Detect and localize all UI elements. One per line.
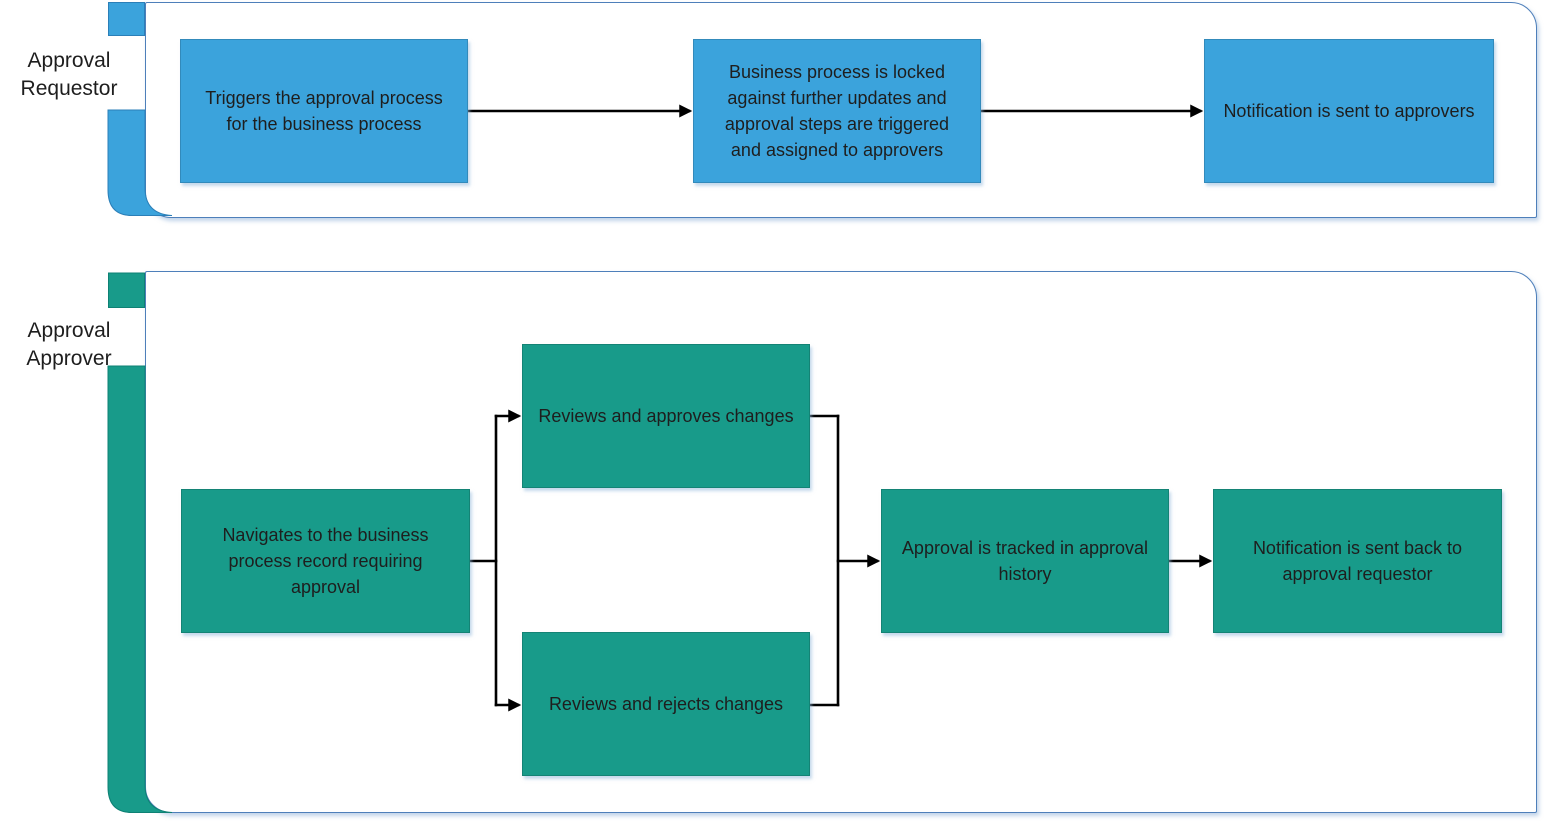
flow-step-approve-changes: Reviews and approves changes — [522, 344, 810, 488]
lane-label-approval-requestor: Approval Requestor — [20, 49, 118, 100]
flow-step-notify-requestor: Notification is sent back to approval re… — [1213, 489, 1502, 633]
flow-step-trigger-approval: Triggers the approval process for the bu… — [180, 39, 468, 183]
flow-step-reject-changes: Reviews and rejects changes — [522, 632, 810, 776]
flow-step-process-locked: Business process is locked against furth… — [693, 39, 981, 183]
flow-step-notify-approvers: Notification is sent to approvers — [1204, 39, 1494, 183]
lane-label-approval-approver: Approval Approver — [26, 319, 112, 370]
flow-step-navigate-record: Navigates to the business process record… — [181, 489, 470, 633]
flow-step-approval-history: Approval is tracked in approval history — [881, 489, 1169, 633]
